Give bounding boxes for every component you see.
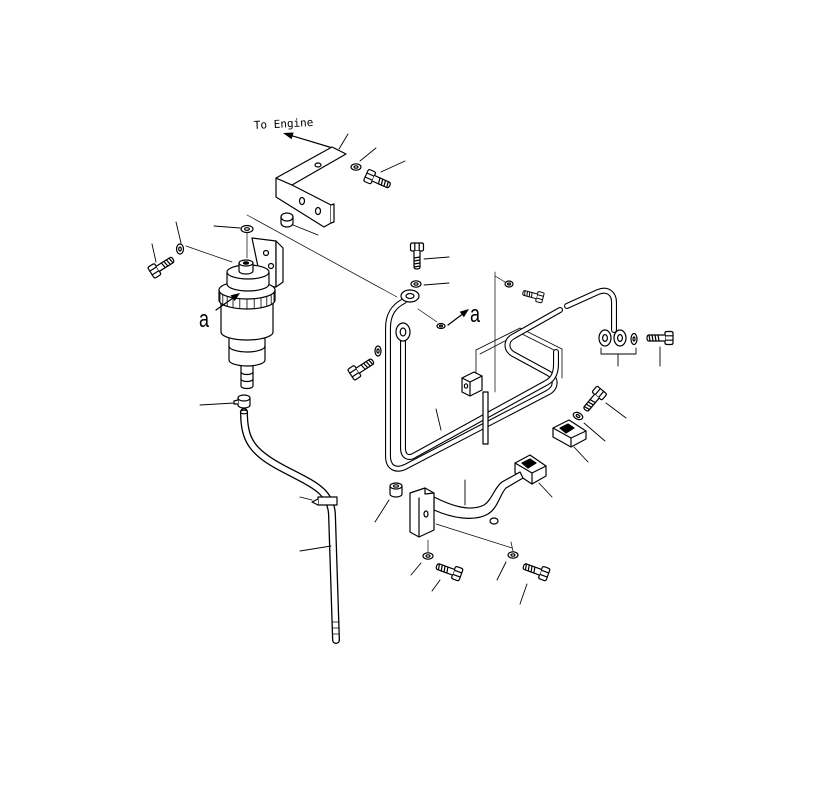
fuel-filter [218, 237, 284, 390]
hose-clamp-middle [311, 496, 338, 506]
bolt-top-bracket [362, 168, 393, 193]
bracket-cap [280, 212, 294, 228]
banjo-eye-lower [395, 322, 411, 342]
banjo-bolt-upper [409, 242, 425, 270]
washer-banjo-upper [410, 280, 422, 288]
view-a-arrow-right [447, 309, 469, 326]
bottom-bracket [409, 471, 524, 538]
bolt-bottom-right [520, 559, 551, 582]
washer-bottom-left [422, 552, 434, 560]
washer-clamp [571, 410, 585, 422]
washer-bottom-right [507, 551, 519, 559]
bolt-filter-left [146, 253, 178, 280]
washer-filter-left [175, 243, 185, 255]
to-engine-arrow [283, 132, 337, 150]
tube-clip [461, 371, 483, 397]
washer-small-a [436, 322, 446, 330]
view-a-label-left: a [199, 307, 209, 333]
washer-banjo-lower [374, 345, 382, 357]
filter-head-boss [238, 259, 254, 275]
nut-bottom-bracket [389, 482, 403, 498]
tube-clip-stud [482, 391, 489, 445]
bolt-right [646, 330, 674, 346]
banjo-bolt-lower [346, 354, 377, 382]
bolt-bottom-left [433, 559, 464, 582]
bolt-top-middle [521, 287, 545, 304]
filter-drain-plug [240, 359, 254, 390]
view-a-label-right: a [470, 302, 480, 328]
view-a-arrow-left [215, 293, 240, 311]
to-engine-label: To Engine [253, 116, 313, 132]
tube-clamp-upper [552, 419, 587, 448]
washer-filter-top [240, 224, 254, 234]
banjo-eyes-right [598, 329, 627, 347]
washer-top-middle [504, 280, 514, 288]
leader-lines [151, 133, 661, 605]
fuel-hose [239, 410, 339, 640]
banjo-eye-upper [400, 289, 420, 303]
hose-clamp-top [233, 394, 251, 409]
washer-right [630, 332, 638, 346]
washer-top-bracket [350, 163, 362, 171]
alignment-lines [185, 214, 514, 553]
top-bracket [275, 146, 347, 228]
bolt-clamp [579, 385, 608, 415]
